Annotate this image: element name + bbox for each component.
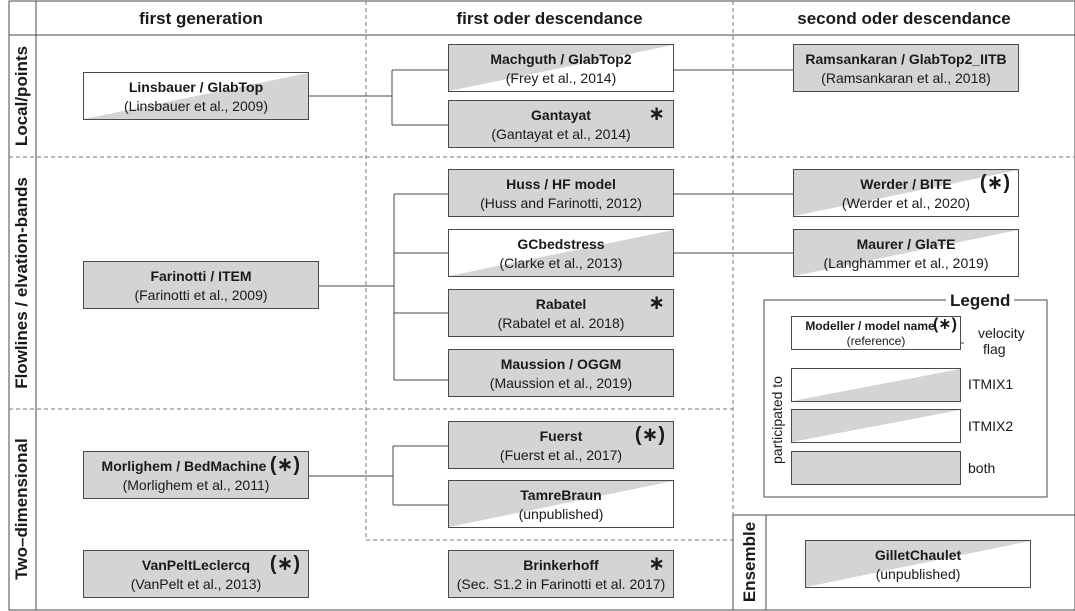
model-reference: (Farinotti et al., 2009)	[134, 287, 268, 303]
model-title: Ramsankaran / GlabTop2_IITB	[805, 51, 1007, 67]
row-label-local: Local/points	[12, 45, 31, 147]
legend-itmix1-label: ITMIX1	[968, 376, 1014, 392]
legend-example-box: Modeller / model name (reference) (∗)	[791, 316, 961, 350]
model-title: Morlighem / BedMachine	[101, 458, 267, 474]
legend-example-title: Modeller / model name	[805, 319, 935, 333]
model-reference: (Rabatel et al. 2018)	[497, 315, 625, 331]
header-second-order: second oder descendance	[797, 9, 1011, 28]
header-first-order: first oder descendance	[456, 9, 643, 28]
header-first-generation: first generation	[139, 9, 263, 28]
model-reference: (VanPelt et al., 2013)	[130, 576, 262, 592]
model-title: VanPeltLeclercq	[141, 557, 251, 573]
legend-flag-label: flag	[983, 341, 1006, 357]
model-title: Maurer / GlaTE	[856, 236, 956, 252]
legend-title: Legend	[946, 291, 1015, 311]
model-reference: (Linsbauer et al., 2009)	[124, 98, 268, 114]
row-label-two-dimensional: Two–dimensional	[12, 438, 31, 580]
model-reference: (Maussion et al., 2019)	[489, 375, 633, 391]
model-reference: (Frey et al., 2014)	[505, 70, 617, 86]
legend-swatch-itmix1	[791, 368, 961, 402]
velocity-flag-icon: (∗)	[269, 454, 300, 476]
model-reference: (Werder et al., 2020)	[841, 195, 971, 211]
model-box-maurer: Maurer / GlaTE (Langhammer et al., 2019)	[793, 229, 1019, 277]
model-reference: (Huss and Farinotti, 2012)	[480, 195, 642, 211]
model-box-rabatel: Rabatel (Rabatel et al. 2018) ∗	[448, 289, 674, 337]
legend-participated-label: participated to	[769, 376, 785, 464]
model-title: Machguth / GlabTop2	[490, 51, 632, 67]
model-box-brinkerhoff: Brinkerhoff (Sec. S1.2 in Farinotti et a…	[448, 550, 674, 598]
model-title: Maussion / OGGM	[500, 356, 622, 372]
model-title: Brinkerhoff	[523, 557, 599, 573]
model-box-ramsankaran: Ramsankaran / GlabTop2_IITB (Ramsankaran…	[793, 44, 1019, 92]
velocity-flag-icon: (∗)	[269, 553, 300, 575]
model-title: TamreBraun	[520, 487, 602, 503]
model-reference: (Sec. S1.2 in Farinotti et al. 2017)	[456, 576, 666, 592]
model-reference: (Morlighem et al., 2011)	[122, 477, 270, 493]
model-title: Werder / BITE	[860, 176, 952, 192]
model-reference: (unpublished)	[875, 566, 961, 582]
model-box-gcbedstress: GCbedstress (Clarke et al., 2013)	[448, 229, 674, 277]
model-title: Gantayat	[531, 107, 591, 123]
legend-example-reference: (reference)	[846, 334, 906, 348]
legend-itmix2-label: ITMIX2	[968, 418, 1014, 434]
legend-example-flag-icon: (∗)	[932, 316, 957, 333]
model-box-werder: Werder / BITE (Werder et al., 2020) (∗)	[793, 169, 1019, 217]
model-reference: (Fuerst et al., 2017)	[499, 447, 623, 463]
model-box-gantayat: Gantayat (Gantayat et al., 2014) ∗	[448, 100, 674, 148]
model-title: Fuerst	[539, 428, 583, 444]
model-title: GCbedstress	[517, 236, 605, 252]
velocity-flag-icon: ∗	[648, 292, 665, 314]
model-reference: (Gantayat et al., 2014)	[491, 126, 631, 142]
model-box-fuerst: Fuerst (Fuerst et al., 2017) (∗)	[448, 421, 674, 469]
legend-swatch-itmix2	[791, 409, 961, 443]
model-box-vanpelt: VanPeltLeclercq (VanPelt et al., 2013) (…	[83, 550, 309, 598]
velocity-flag-icon: (∗)	[979, 172, 1010, 194]
model-box-gilletchaulet: GilletChaulet (unpublished)	[805, 540, 1031, 588]
legend-velocity-label: velocity	[978, 325, 1025, 341]
legend-both-label: both	[968, 460, 996, 476]
model-reference: (unpublished)	[518, 506, 604, 522]
model-title: Farinotti / ITEM	[150, 268, 252, 284]
velocity-flag-icon: ∗	[648, 103, 665, 125]
model-reference: (Langhammer et al., 2019)	[823, 255, 989, 271]
legend-swatch-both	[791, 451, 961, 485]
model-title: Linsbauer / GlabTop	[128, 79, 264, 95]
velocity-flag-icon: (∗)	[634, 424, 665, 446]
velocity-flag-icon: ∗	[648, 553, 665, 575]
model-title: Rabatel	[535, 296, 587, 312]
model-box-tamrebraun: TamreBraun (unpublished)	[448, 480, 674, 528]
model-reference: (Ramsankaran et al., 2018)	[821, 70, 991, 86]
model-box-machguth: Machguth / GlabTop2 (Frey et al., 2014)	[448, 44, 674, 92]
model-title: GilletChaulet	[874, 547, 962, 563]
model-reference: (Clarke et al., 2013)	[499, 255, 623, 271]
model-box-maussion: Maussion / OGGM (Maussion et al., 2019)	[448, 349, 674, 397]
model-box-huss: Huss / HF model (Huss and Farinotti, 201…	[448, 169, 674, 217]
row-label-flowlines: Flowlines / elvation-bands	[12, 177, 31, 389]
model-box-linsbauer: Linsbauer / GlabTop (Linsbauer et al., 2…	[83, 72, 309, 120]
model-title: Huss / HF model	[506, 176, 616, 192]
model-box-morlighem: Morlighem / BedMachine (Morlighem et al.…	[83, 451, 309, 499]
row-label-ensemble: Ensemble	[740, 521, 759, 603]
model-box-farinotti: Farinotti / ITEM (Farinotti et al., 2009…	[83, 261, 319, 309]
